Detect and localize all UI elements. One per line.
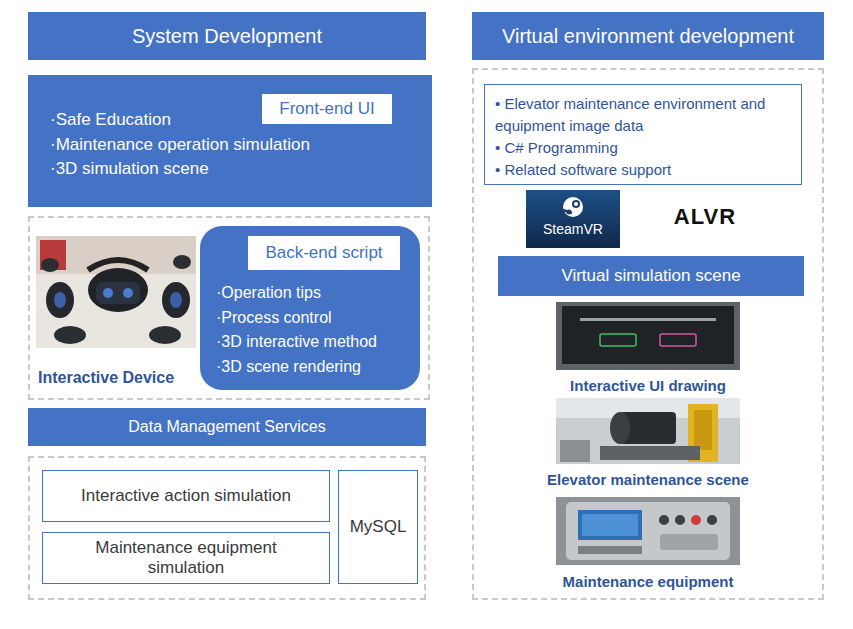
module-panel: ·Safe Education·Maintenance operation si… (28, 75, 432, 207)
box-label: Back-end script (265, 243, 382, 263)
steamvr-logo (526, 190, 620, 248)
component-box: Interactive action simulation (42, 470, 330, 522)
box-label: Virtual environment development (502, 24, 794, 48)
component-box: Maintenance equipment simulation (42, 532, 330, 584)
vr-device-photo (36, 236, 196, 348)
bullet-item: ·Maintenance operation simulation (50, 133, 432, 158)
header-band: Data Management Services (28, 408, 426, 446)
maintenance-equipment-photo (556, 497, 740, 565)
bullet-item: ·3D simulation scene (50, 157, 432, 182)
bullet-item: ·Operation tips (216, 281, 412, 306)
bullet-item: ·3D interactive method (216, 330, 412, 355)
image-caption: Elevator maintenance scene (498, 471, 798, 488)
header-band: Virtual environment development (472, 12, 824, 60)
bullet-item: • Related software support (495, 159, 791, 181)
module-title-box: Back-end script (248, 236, 400, 270)
dashed-group: Interactive Device·Operation tips·Proces… (28, 216, 430, 400)
box-label: MySQL (350, 517, 407, 537)
box-label: Maintenance equipment simulation (71, 538, 301, 579)
logo-text: SteamVR (526, 221, 620, 237)
box-label: Data Management Services (128, 417, 325, 436)
header-band: System Development (28, 12, 426, 60)
elevator-scene-photo (556, 398, 740, 464)
box-label: Virtual simulation scene (561, 266, 740, 286)
logo-text: ALVR (650, 204, 760, 230)
image-caption: Maintenance equipment (498, 573, 798, 590)
bullet-item: • Elevator maintenance environment and e… (495, 93, 791, 137)
module-title-box: Front-end UI (262, 94, 392, 124)
box-label: Front-end UI (279, 99, 374, 119)
header-band: Virtual simulation scene (498, 256, 804, 296)
box-label: Interactive action simulation (81, 486, 291, 506)
dashed-group: Interactive action simulationMaintenance… (28, 456, 426, 600)
bullet-item: ·3D scene rendering (216, 355, 412, 380)
module-panel-rounded: ·Operation tips·Process control·3D inter… (200, 226, 420, 390)
dashed-group: • Elevator maintenance environment and e… (472, 68, 824, 600)
image-caption: Interactive UI drawing (498, 377, 798, 394)
component-box: MySQL (338, 470, 418, 584)
bullet-item: ·Process control (216, 306, 412, 331)
ui-screenshot (556, 302, 740, 370)
box-label: System Development (132, 24, 322, 48)
bullet-item: • C# Programming (495, 137, 791, 159)
info-box: • Elevator maintenance environment and e… (484, 84, 802, 185)
